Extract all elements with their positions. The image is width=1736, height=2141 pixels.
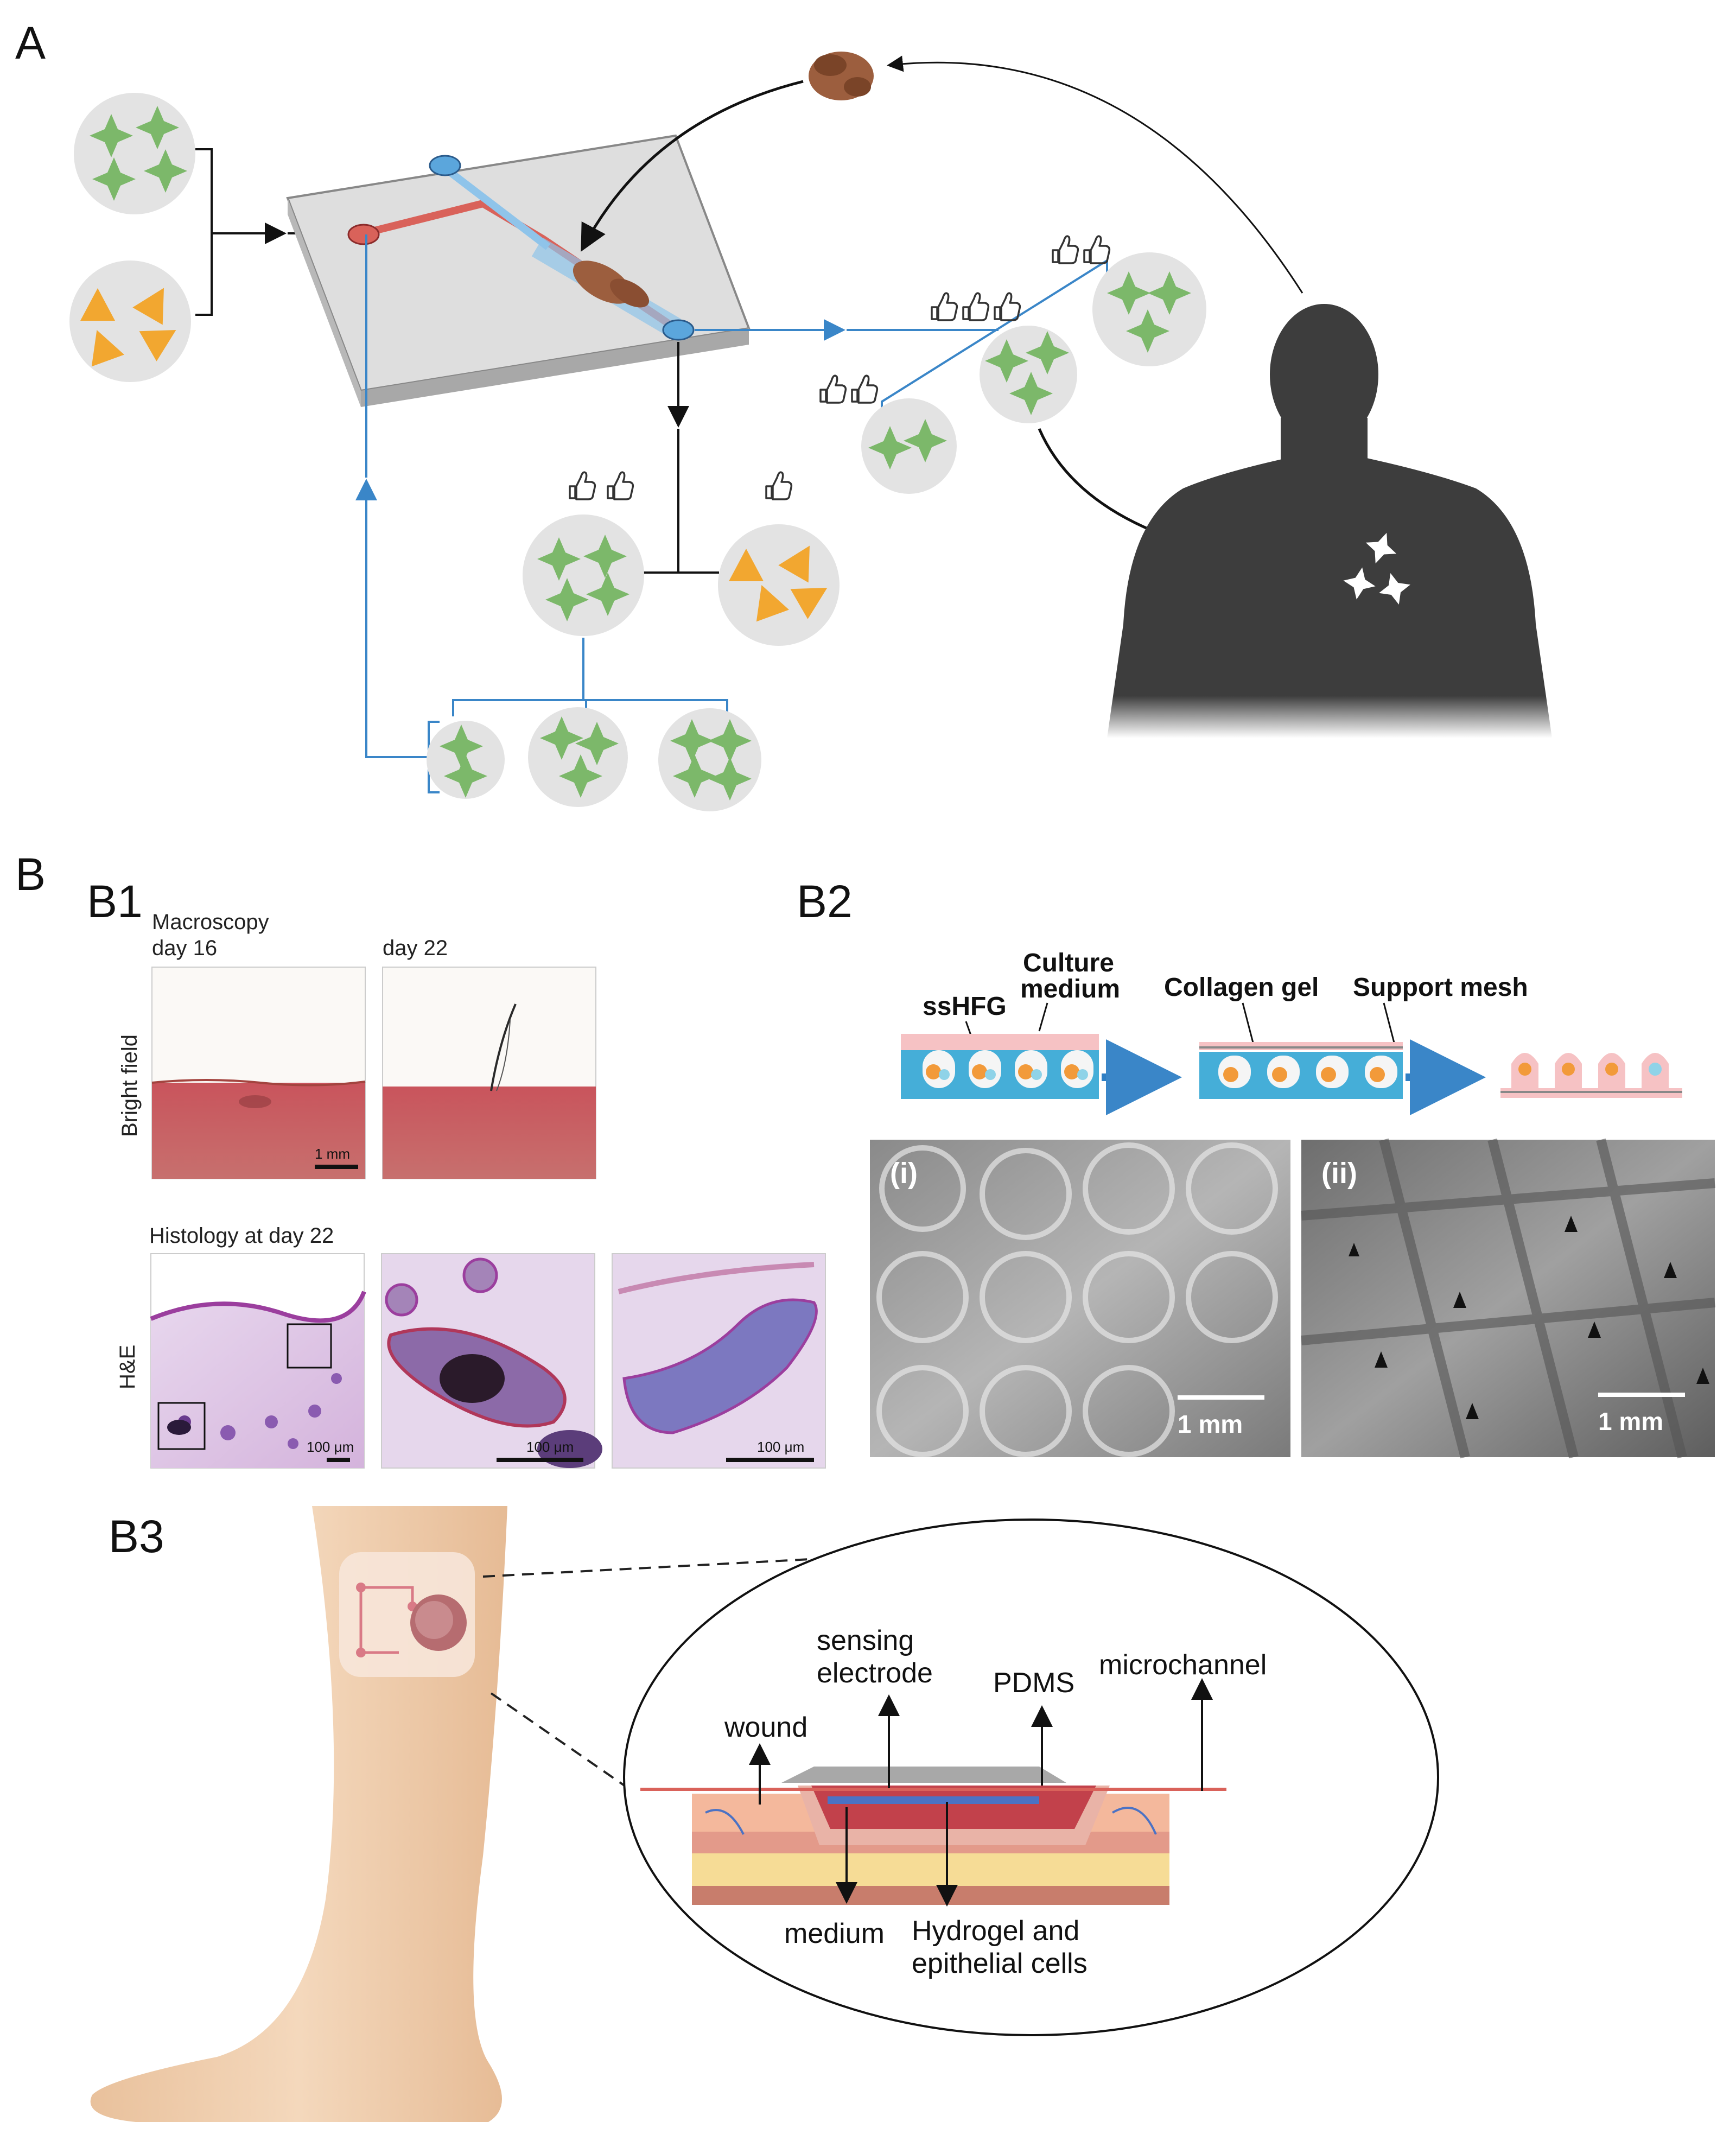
micrograph-ii-label: (ii)	[1321, 1157, 1357, 1190]
sshfg-label: ssHFG	[923, 992, 1007, 1021]
collagen-gel-plate	[1199, 1042, 1403, 1099]
thumbs-rating-2-left	[819, 374, 879, 404]
thumbs-rating-1	[765, 471, 793, 500]
support-mesh-constructs	[1500, 1053, 1682, 1098]
micrograph-i	[870, 1140, 1290, 1457]
micrograph-i-scale: 1 mm	[1178, 1410, 1243, 1438]
hydrogel-label-1: Hydrogel and	[912, 1915, 1079, 1947]
thumbs-rating-2-top	[1052, 235, 1111, 264]
micrograph-i-label: (i)	[890, 1157, 918, 1190]
leg-illustration	[90, 1506, 507, 2122]
green-cells-circle-hi	[1092, 252, 1206, 366]
tissue-clump	[809, 52, 874, 100]
orange-cells-circle-center	[718, 524, 840, 646]
support-mesh-label: Support mesh	[1353, 973, 1528, 1002]
micrograph-ii	[1301, 1138, 1715, 1459]
green-cells-circle-mid	[980, 326, 1077, 423]
green-cells-circle-b3	[658, 708, 761, 811]
wound-label: wound	[724, 1712, 807, 1743]
panel-label-b: B	[15, 849, 46, 900]
histo-scale-3: 100 μm	[757, 1439, 804, 1455]
green-cells-circle-b1	[427, 721, 505, 799]
day22-label: day 22	[383, 936, 448, 960]
culture-label-2: medium	[1020, 975, 1120, 1003]
culture-well-plate	[901, 1034, 1099, 1099]
macro-scale-1mm: 1 mm	[315, 1146, 350, 1162]
histology-overview-image	[150, 1253, 366, 1469]
thumbs-rating-2-mid	[569, 471, 634, 500]
hydrogel-label-2: epithelial cells	[912, 1948, 1088, 1979]
green-cells-circle-center	[523, 514, 644, 636]
pdms-label: PDMS	[993, 1667, 1074, 1699]
histo-scale-1: 100 μm	[307, 1439, 354, 1455]
panel-label-a: A	[15, 17, 46, 68]
histology-label: Histology at day 22	[149, 1224, 334, 1248]
day16-label: day 16	[152, 936, 217, 960]
orange-cells-circle	[69, 261, 191, 382]
sensing-label-2: electrode	[817, 1657, 933, 1689]
microfluidic-chip	[286, 134, 751, 407]
bright-field-label: Bright field	[118, 1034, 142, 1137]
sensing-label-1: sensing	[817, 1625, 914, 1656]
magnified-wound-ellipse	[623, 1519, 1439, 2036]
green-cells-circle-lo	[861, 398, 957, 494]
histology-follicle-image-1	[381, 1253, 602, 1469]
panel-label-b3: B3	[109, 1511, 164, 1562]
histology-follicle-image-2	[612, 1253, 826, 1469]
micrograph-ii-scale: 1 mm	[1598, 1407, 1663, 1435]
panel-label-b1: B1	[87, 876, 143, 927]
macroscopy-day22-image	[382, 967, 596, 1179]
macroscopy-day16-image	[151, 967, 366, 1179]
microchannel-label: microchannel	[1099, 1649, 1267, 1681]
panel-label-b2: B2	[797, 876, 853, 927]
human-silhouette	[1107, 304, 1552, 738]
collagen-gel-label: Collagen gel	[1164, 973, 1319, 1002]
thumbs-rating-3	[931, 292, 1021, 321]
green-cells-circle	[74, 93, 195, 214]
medium-label: medium	[784, 1918, 885, 1949]
green-cells-circle-b2	[528, 707, 628, 807]
macroscopy-label: Macroscopy	[152, 910, 269, 934]
culture-label-1: Culture	[1023, 949, 1114, 977]
histo-scale-2: 100 μm	[526, 1439, 574, 1455]
he-label: H&E	[116, 1345, 139, 1389]
